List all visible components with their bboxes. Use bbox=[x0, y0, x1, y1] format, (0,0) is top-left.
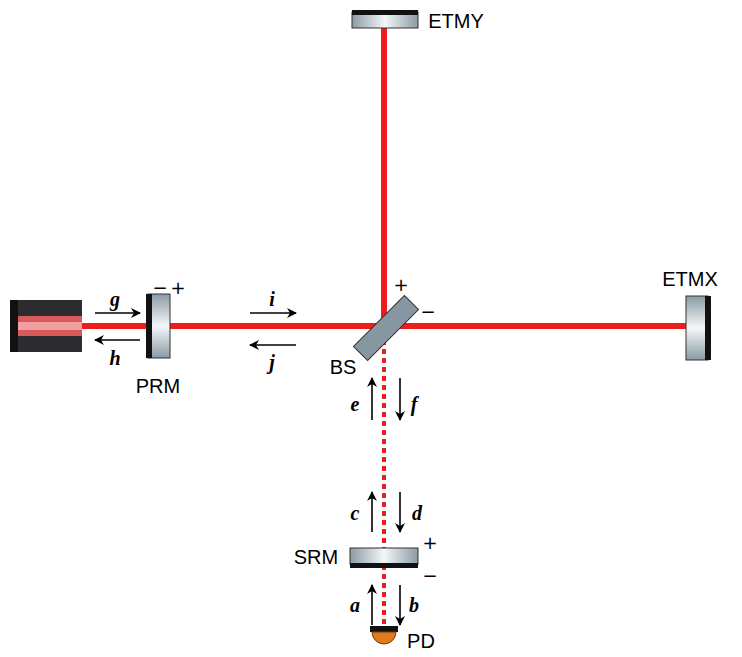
srm-mirror bbox=[350, 548, 418, 568]
laser-source bbox=[10, 300, 82, 352]
part-label: BS bbox=[330, 357, 357, 377]
direction-arrow bbox=[95, 313, 400, 625]
photodiode bbox=[370, 626, 398, 644]
sign-label: + bbox=[393, 276, 408, 294]
sign-label: − bbox=[422, 567, 437, 585]
signal-label: a bbox=[350, 595, 360, 615]
prm-mirror bbox=[146, 294, 170, 358]
signal-label: d bbox=[412, 503, 422, 523]
sign-label: − bbox=[420, 303, 435, 321]
beam-splitter bbox=[353, 295, 418, 360]
laser-beam bbox=[80, 26, 688, 628]
signal-label: e bbox=[351, 394, 360, 414]
part-label: ETMY bbox=[428, 11, 484, 31]
signal-label: i bbox=[269, 289, 275, 309]
signal-label: h bbox=[109, 348, 120, 368]
signal-label: b bbox=[409, 595, 419, 615]
part-label: PD bbox=[407, 631, 435, 651]
part-label: PRM bbox=[136, 376, 180, 396]
part-label: ETMX bbox=[662, 269, 718, 289]
etmy-mirror bbox=[352, 10, 418, 28]
signal-label: c bbox=[351, 503, 360, 523]
signal-label: f bbox=[411, 394, 418, 414]
etmx-mirror bbox=[686, 296, 711, 360]
sign-label: − bbox=[152, 279, 167, 297]
part-label: SRM bbox=[294, 547, 338, 567]
sign-label: + bbox=[422, 534, 437, 552]
sign-label: + bbox=[170, 279, 185, 297]
signal-label: g bbox=[110, 289, 120, 309]
signal-label: j bbox=[269, 352, 275, 372]
